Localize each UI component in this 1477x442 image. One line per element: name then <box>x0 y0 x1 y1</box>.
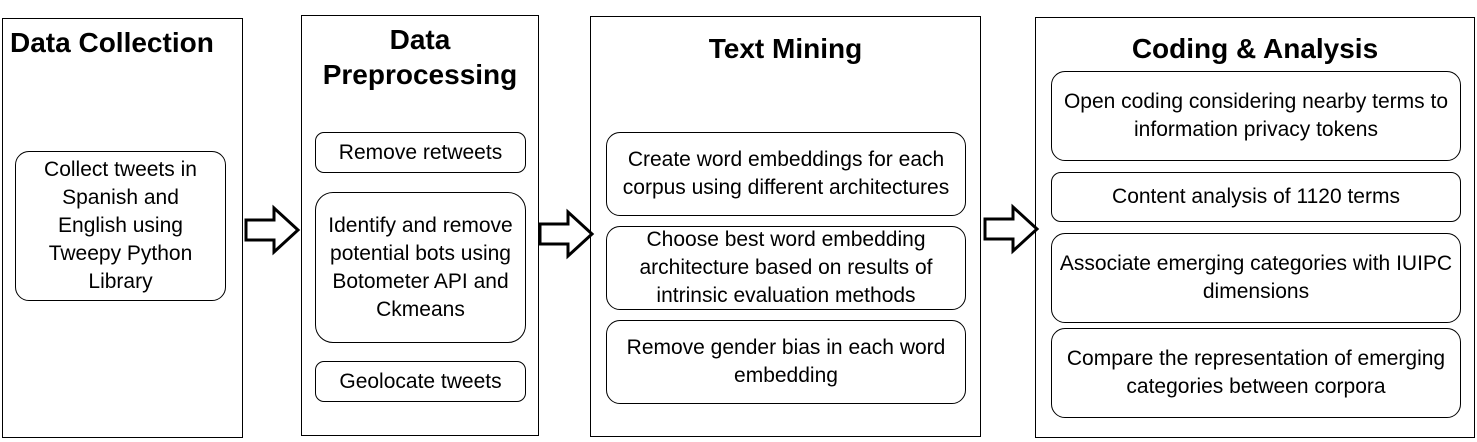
step-collect-tweets: Collect tweets in Spanish and English us… <box>15 151 226 301</box>
step-compare-representation: Compare the representation of emerging c… <box>1051 328 1461 418</box>
stage-title-line-1: Data <box>389 24 451 55</box>
stage-title-line-2: Preprocessing <box>322 59 518 90</box>
stage-data-collection: Data Collection Collect tweets in Spanis… <box>2 18 243 438</box>
stage-title: Data Collection <box>10 27 214 58</box>
step-create-embeddings: Create word embeddings for each corpus u… <box>606 132 966 216</box>
stage-title: Coding & Analysis <box>1131 33 1379 64</box>
step-remove-retweets: Remove retweets <box>315 132 526 173</box>
stage-coding-analysis: Coding & Analysis Open coding considerin… <box>1035 17 1475 438</box>
stage-title: Text Mining <box>708 33 863 64</box>
step-remove-bots: Identify and remove potential bots using… <box>315 192 526 343</box>
step-geolocate-tweets: Geolocate tweets <box>315 361 526 402</box>
flow-arrow-icon <box>244 204 301 256</box>
step-associate-categories: Associate emerging categories with IUIPC… <box>1051 233 1461 323</box>
step-choose-architecture: Choose best word embedding architecture … <box>606 226 966 310</box>
step-open-coding: Open coding considering nearby terms to … <box>1051 71 1461 161</box>
step-content-analysis: Content analysis of 1120 terms <box>1051 172 1461 222</box>
flow-arrow-icon <box>538 208 595 260</box>
step-remove-gender-bias: Remove gender bias in each word embeddin… <box>606 320 966 404</box>
stage-text-mining: Text Mining Create word embeddings for e… <box>590 16 981 437</box>
flow-arrow-icon <box>983 203 1040 255</box>
stage-data-preprocessing: Data Preprocessing Remove retweets Ident… <box>301 15 539 436</box>
